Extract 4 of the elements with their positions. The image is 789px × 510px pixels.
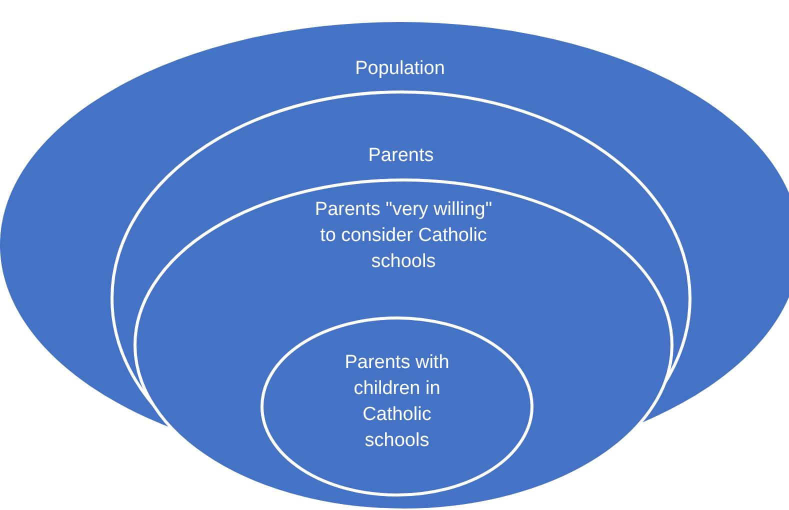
ellipse-label: Parents "very willing" to consider Catholic schools <box>314 198 494 274</box>
ellipse-label: Population <box>354 57 446 81</box>
ellipse-label: Parents <box>367 144 435 168</box>
ellipse-label: Parents with children in Catholic schools <box>344 351 450 453</box>
